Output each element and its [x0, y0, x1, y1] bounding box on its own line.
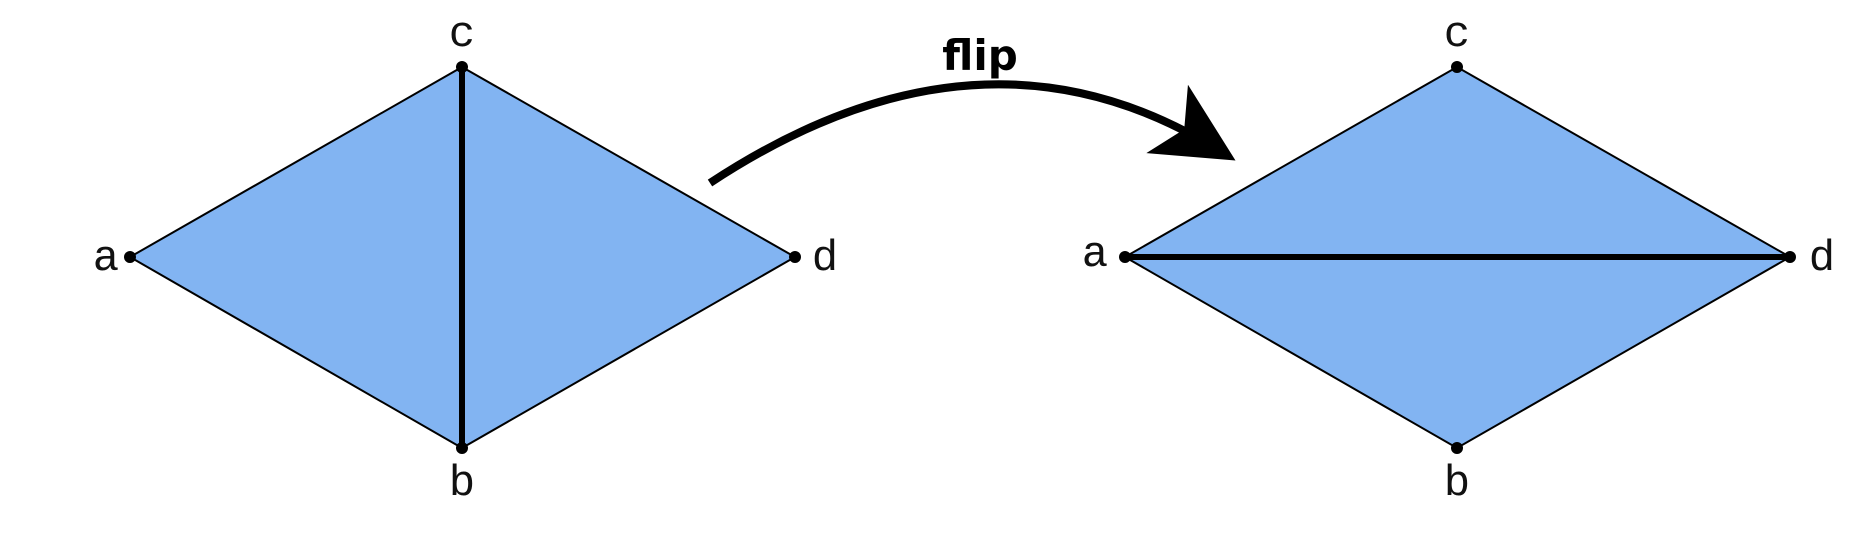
after-vertex-a — [1119, 251, 1131, 263]
before-label-c: c — [449, 10, 475, 60]
after-label-d: d — [1809, 234, 1835, 284]
after-triangulation: a b c d — [1082, 10, 1835, 509]
after-vertex-b — [1451, 442, 1463, 454]
after-label-b: b — [1444, 459, 1470, 509]
before-vertex-b — [456, 442, 468, 454]
after-label-a: a — [1082, 230, 1108, 280]
before-vertex-a — [124, 251, 136, 263]
after-triangle-bottom — [1121, 256, 1794, 450]
after-vertex-c — [1451, 61, 1463, 73]
flip-arrow-group: flip — [707, 31, 1236, 187]
before-triangulation: a b c d — [93, 10, 838, 509]
after-triangle-top — [1121, 65, 1794, 258]
before-label-b: b — [449, 459, 475, 509]
flip-label: flip — [942, 31, 1018, 80]
before-vertex-d — [789, 251, 801, 263]
after-label-c: c — [1444, 10, 1470, 60]
before-label-d: d — [812, 234, 838, 284]
after-vertex-d — [1784, 251, 1796, 263]
before-vertex-c — [456, 61, 468, 73]
flip-arrow-icon — [707, 80, 1236, 187]
before-triangle-right — [461, 65, 798, 450]
before-triangle-left — [127, 65, 463, 450]
before-label-a: a — [93, 234, 119, 284]
